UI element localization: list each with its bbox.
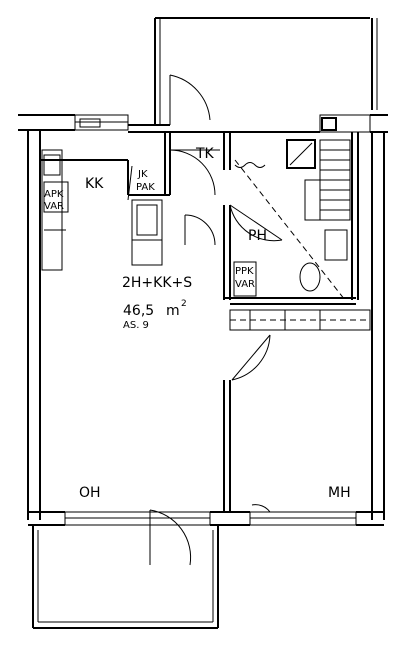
bottom-balcony-outline bbox=[32, 525, 219, 629]
apartment-area-exponent: 2 bbox=[181, 299, 187, 309]
interior-walls bbox=[40, 132, 371, 512]
apartment-area-unit: m bbox=[166, 303, 180, 319]
top-balcony-outline bbox=[154, 17, 378, 125]
bathroom-fixtures bbox=[233, 229, 348, 297]
apartment-number: AS. 9 bbox=[123, 320, 149, 331]
ppk-label: PPK bbox=[235, 266, 254, 277]
doors bbox=[149, 74, 283, 566]
apartment-type: 2H+KK+S bbox=[122, 275, 192, 291]
apartment-area-value: 46,5 bbox=[123, 303, 154, 319]
windows bbox=[64, 114, 371, 526]
apk-label: APK bbox=[44, 189, 64, 200]
room-label-kk: KK bbox=[85, 176, 104, 192]
room-label-ph: PH bbox=[248, 228, 267, 244]
jk-label: JK bbox=[137, 169, 148, 180]
room-label-oh: OH bbox=[79, 485, 101, 501]
ppk-var-label: VAR bbox=[235, 279, 255, 290]
stair-fixture bbox=[234, 139, 351, 301]
apk-var-label: VAR bbox=[44, 201, 64, 212]
pak-label: PAK bbox=[136, 182, 155, 193]
room-label-mh: MH bbox=[328, 485, 351, 501]
kitchen-fixtures bbox=[41, 149, 163, 271]
room-label-tk: TK bbox=[195, 146, 215, 162]
